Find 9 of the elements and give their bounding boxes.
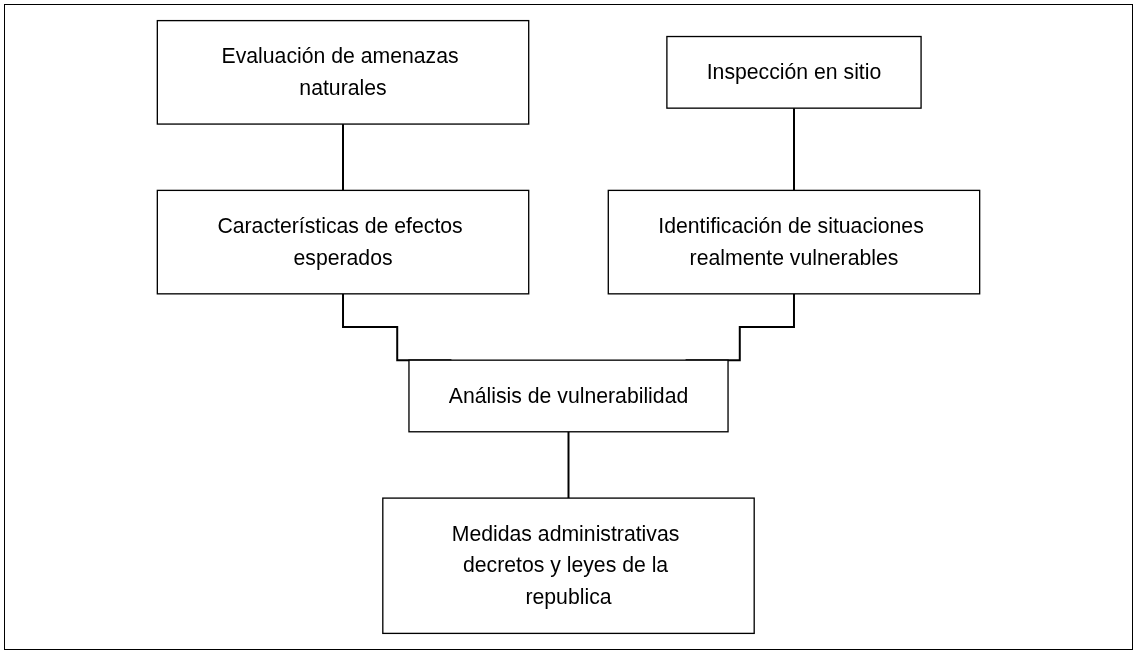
node-box: Identificación de situaciones realmente vulnerables	[607, 189, 981, 295]
node-box: Medidas administrativas decretos y leyes de la republica	[382, 497, 755, 635]
node-box: Análisis de vulnerabilidad	[408, 359, 729, 433]
connector	[342, 123, 344, 192]
connector	[793, 107, 795, 192]
node-box: Inspección en sitio	[666, 35, 922, 109]
node-box: Evaluación de amenazas naturales	[156, 19, 530, 125]
node-box: Características de efectos esperados	[156, 189, 530, 295]
connector	[567, 430, 570, 500]
